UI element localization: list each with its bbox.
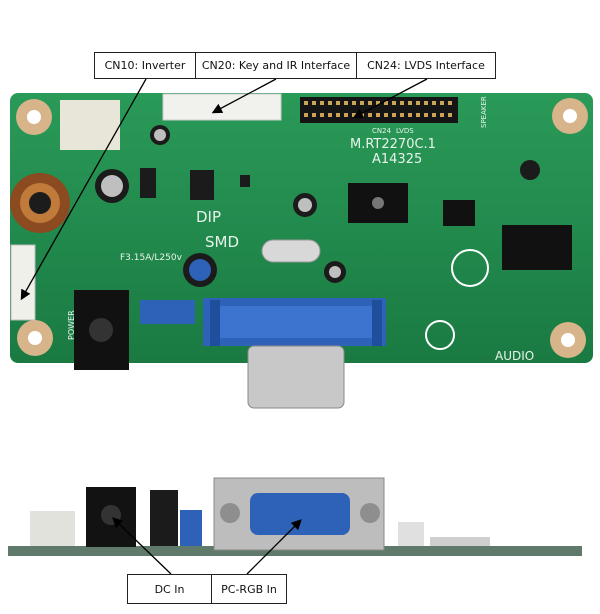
arrow-cn10 xyxy=(20,78,147,301)
main-ic-chip xyxy=(348,183,408,223)
power-jack-icon xyxy=(74,290,129,370)
mounting-hole-icon xyxy=(16,98,588,358)
dip-text: DIP xyxy=(196,208,221,226)
speaker-text: SPEAKER xyxy=(480,96,488,128)
cn24-header xyxy=(300,97,458,123)
code-text: A14325 xyxy=(372,152,422,167)
power-text: POWER xyxy=(67,310,76,340)
label-dc-in: DC In xyxy=(127,574,212,604)
fuse-text: F3.15A/L250v xyxy=(120,253,183,263)
arrow-pc-rgb-in xyxy=(246,519,302,575)
bottom-label-group: DC In PC-RGB In xyxy=(127,574,287,604)
arrow-dc-in xyxy=(112,517,172,575)
label-pc-rgb-in: PC-RGB In xyxy=(211,574,287,604)
annotation-arrows xyxy=(20,78,428,575)
vga-connector-top xyxy=(203,298,386,409)
top-label-group: CN10: Inverter CN20: Key and IR Interfac… xyxy=(94,52,496,79)
label-cn20: CN20: Key and IR Interface xyxy=(195,52,357,79)
top-view-board: M.RT2270C.1 A14325 CN24 LVDS DIP SMD F3.… xyxy=(10,93,593,409)
capacitor-icon xyxy=(95,125,346,287)
cn24-silk: CN24 xyxy=(372,127,392,135)
smd-text: SMD xyxy=(205,233,239,251)
side-view-board xyxy=(8,477,582,556)
arrow-cn20 xyxy=(211,78,277,114)
inductor-coil-icon xyxy=(10,173,70,233)
cn20-connector xyxy=(162,93,282,121)
vga-connector-side xyxy=(213,477,385,551)
model-text: M.RT2270C.1 xyxy=(350,137,436,152)
audio-text: AUDIO xyxy=(495,349,534,363)
lvds-silk: LVDS xyxy=(396,127,414,135)
label-cn10: CN10: Inverter xyxy=(94,52,196,79)
label-cn24: CN24: LVDS Interface xyxy=(356,52,496,79)
cn10-connector xyxy=(10,244,36,321)
arrow-cn24 xyxy=(352,78,428,119)
